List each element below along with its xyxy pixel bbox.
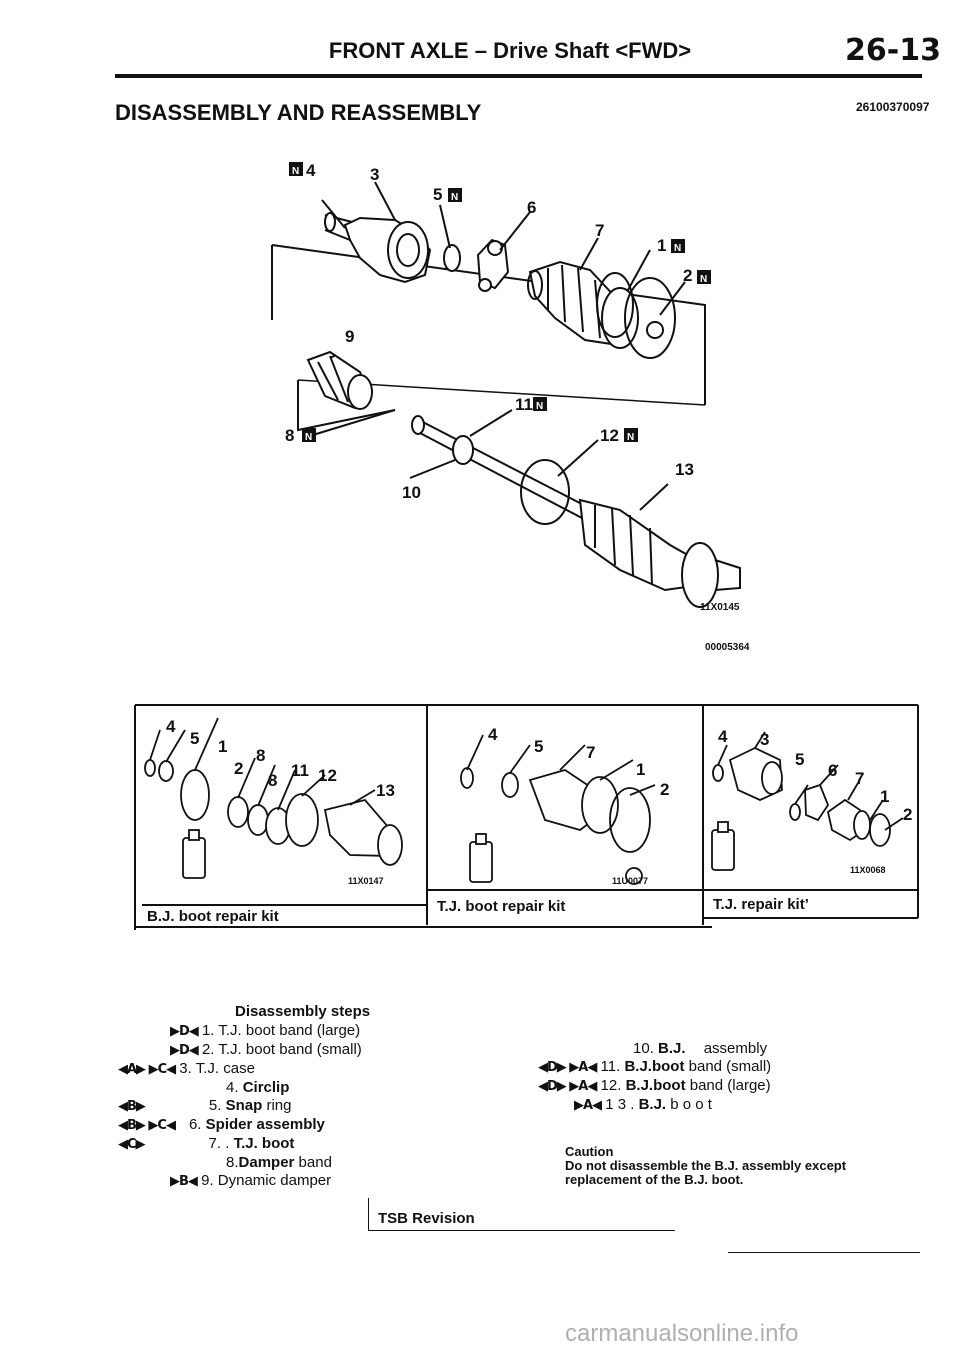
callout-9: 9 [345, 327, 354, 346]
svg-text:7: 7 [586, 743, 595, 762]
step-9: ▶B◀ 9. Dynamic damper [170, 1172, 332, 1189]
svg-text:8: 8 [268, 771, 277, 790]
step-2: ▶D◀ 2. T.J. boot band (small) [170, 1041, 362, 1058]
caution-line-1: Do not disassemble the B.J. assembly exc… [565, 1158, 847, 1173]
svg-text:N: N [674, 243, 681, 254]
doc-code: 00005364 [705, 642, 750, 653]
main-figure-code: 11X0145 [700, 602, 740, 613]
svg-text:1: 1 [218, 737, 227, 756]
svg-text:11X0068: 11X0068 [850, 865, 886, 875]
drive-shaft-exploded-diagram: 4 3 5 6 7 1 2 9 11 8 12 13 10 N N N N N … [134, 161, 919, 930]
tsb-revision-box [368, 1198, 675, 1231]
step-8: 8.Damper band [226, 1154, 332, 1171]
steps-title: Disassembly steps [235, 1003, 371, 1020]
section-code: 26100370097 [856, 100, 930, 114]
kit-caption-tj-repair: T.J. repair kit’ [713, 896, 809, 913]
step-4: 4. Circlip [226, 1079, 290, 1096]
svg-text:5: 5 [795, 750, 804, 769]
svg-text:4: 4 [718, 727, 728, 746]
new-part-markers: N N N N N N N [289, 162, 711, 443]
svg-text:N: N [627, 432, 634, 443]
caution-heading: Caution [565, 1144, 614, 1159]
page-number: 26-13 [845, 33, 941, 68]
svg-text:8: 8 [256, 746, 265, 765]
callout-12: 12 [600, 426, 619, 445]
svg-text:N: N [292, 166, 299, 177]
callout-1: 1 [657, 236, 666, 255]
svg-text:2: 2 [234, 759, 243, 778]
callout-11: 11 [515, 395, 533, 414]
steps-right-column: 10. B.J. assembly ◀D▶ ▶A◀ 11. B.J.boot b… [538, 1040, 838, 1115]
svg-text:N: N [451, 192, 458, 203]
step-13: ▶A◀ 1 3 . B.J. b o o t [574, 1096, 712, 1113]
watermark: carmanualsonline.info [565, 1320, 799, 1347]
callout-5: 5 [433, 185, 442, 204]
header-rule [115, 74, 922, 78]
tsb-revision-label: TSB Revision [378, 1210, 475, 1227]
step-7: ◀C▶7. . T.J. boot [118, 1135, 295, 1152]
callout-6: 6 [527, 198, 536, 217]
footer-rule [728, 1252, 920, 1253]
svg-text:11U0077: 11U0077 [612, 876, 648, 886]
svg-text:2: 2 [660, 780, 669, 799]
callout-3: 3 [370, 165, 379, 184]
svg-text:11X0147: 11X0147 [348, 876, 384, 886]
page-header-title: FRONT AXLE – Drive Shaft <FWD> [328, 38, 692, 63]
svg-text:N: N [536, 401, 543, 412]
step-5: ◀B▶5. Snap ring [118, 1097, 292, 1114]
step-1: ▶D◀ 1. T.J. boot band (large) [170, 1022, 361, 1039]
svg-text:6: 6 [828, 761, 837, 780]
step-11: ◀D▶ ▶A◀ 11. B.J.boot band (small) [538, 1058, 772, 1075]
section-title: DISASSEMBLY AND REASSEMBLY [115, 100, 482, 125]
svg-text:2: 2 [903, 805, 912, 824]
step-12: ◀D▶ ▶A◀ 12. B.J.boot band (large) [538, 1077, 771, 1094]
caution-line-2: replacement of the B.J. boot. [565, 1172, 744, 1187]
step-10: 10. B.J. assembly [633, 1040, 768, 1057]
svg-text:13: 13 [376, 781, 395, 800]
steps-left-column: ▶D◀ 1. T.J. boot band (large) ▶D◀ 2. T.J… [118, 1022, 418, 1191]
svg-text:11: 11 [291, 761, 309, 780]
step-6: ◀B▶ ▶C◀6. Spider assembly [118, 1116, 325, 1133]
callout-10: 10 [402, 483, 421, 502]
svg-text:5: 5 [534, 737, 543, 756]
svg-text:N: N [700, 274, 707, 285]
svg-text:1: 1 [636, 760, 645, 779]
svg-text:N: N [305, 432, 312, 443]
kit-caption-tj-boot: T.J. boot repair kit [437, 898, 566, 915]
svg-text:3: 3 [760, 730, 769, 749]
step-3: ◀A▶ ▶C◀ 3. T.J. case [118, 1060, 255, 1077]
svg-text:1: 1 [880, 787, 889, 806]
callout-7: 7 [595, 221, 604, 240]
callout-8: 8 [285, 426, 294, 445]
svg-text:12: 12 [318, 766, 337, 785]
kit-caption-bj: B.J. boot repair kit [147, 908, 279, 925]
svg-text:7: 7 [855, 769, 864, 788]
callout-4: 4 [306, 161, 316, 180]
svg-text:4: 4 [488, 725, 498, 744]
svg-text:4: 4 [166, 717, 176, 736]
callout-13: 13 [675, 460, 694, 479]
callout-2: 2 [683, 266, 692, 285]
caution-note: Caution Do not disassemble the B.J. asse… [565, 1145, 846, 1187]
svg-text:5: 5 [190, 729, 199, 748]
